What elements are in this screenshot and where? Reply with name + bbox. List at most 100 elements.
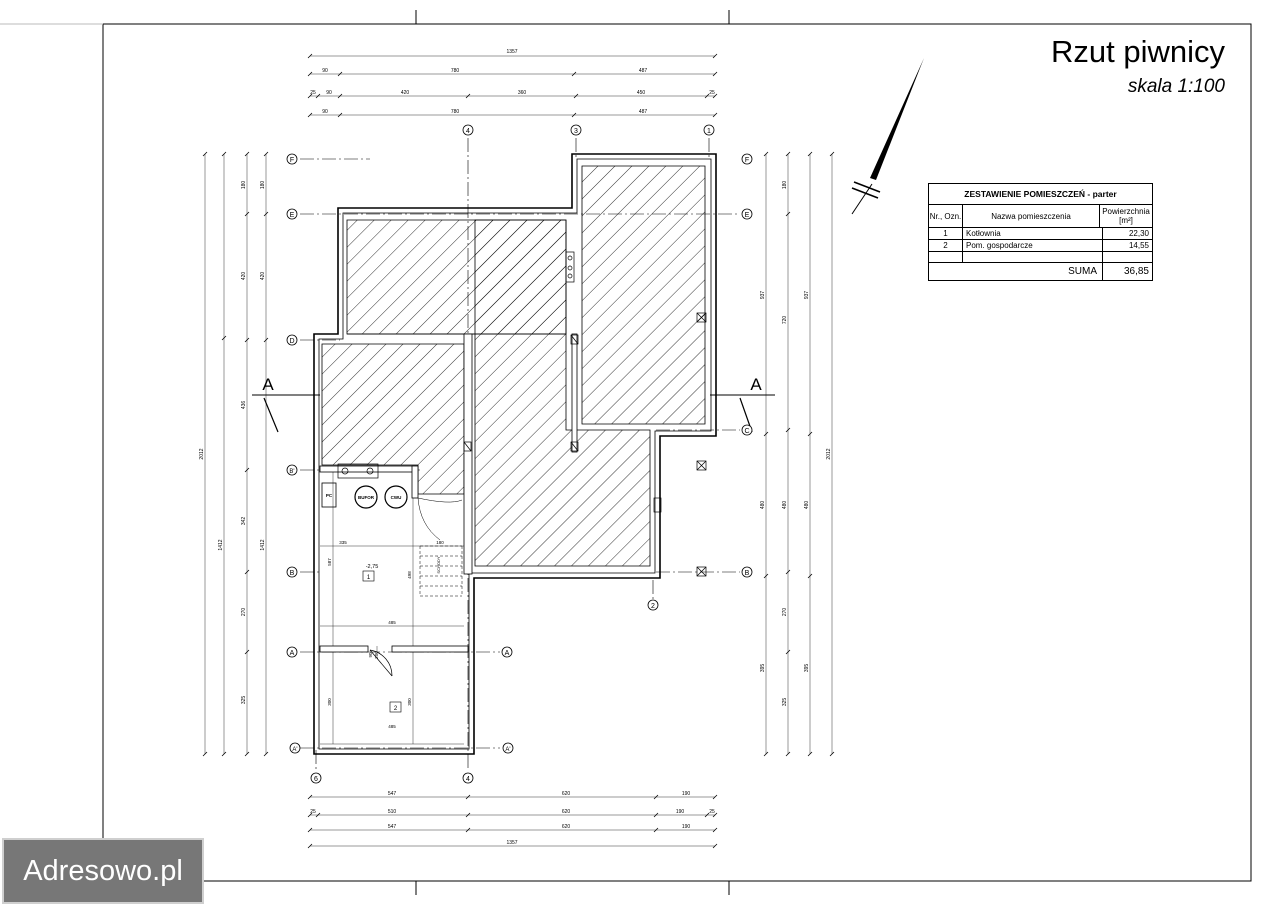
col-area-header: Powierzchnia [m²] [1102,207,1150,225]
dim-right-seg-2: 720 [782,316,788,325]
dim-top-r3-0: 90 [322,109,328,115]
axis-3: 3 [574,128,578,135]
dim-bot-r2-2: 620 [562,809,571,815]
axis-a-prime-left: A' [292,747,297,753]
dim-left-seg-5: 325 [241,696,247,705]
building-walls [313,153,717,755]
row-name: Kotłownia [963,228,1103,239]
dim-right-seg-5b: 395 [804,664,810,673]
dim-left-seg-0b: 180 [260,181,266,190]
bufor-label: BUFOR [358,495,375,500]
empty-cell [929,252,963,262]
axis-2: 2 [651,603,655,610]
table-header: Nr., Ozn. Nazwa pomieszczenia Powierzchn… [929,205,1152,228]
axis-e-right: E [745,212,750,219]
dim-right-seg-1b: 937 [804,291,810,300]
door-icon [369,649,393,677]
dim-inner-6: 300 [327,698,332,706]
vent-icon [337,251,707,577]
dim-top-r1-2: 487 [639,68,648,74]
col-name-header: Nazwa pomieszczenia [963,205,1100,227]
sum-label: SUMA [929,263,1103,280]
dim-top-r2-1: 90 [326,90,332,96]
dim-left-seg-1b: 420 [260,272,266,281]
sheet-frame [0,10,1252,895]
dim-bot-r3-1: 620 [562,824,571,830]
dim-bot-r2-1: 510 [388,809,397,815]
dim-inner-9: 90 [368,652,373,658]
dim-left-total: 2012 [199,448,205,459]
dim-right-seg-3: 480 [760,501,766,510]
bufor-tank-icon [354,485,378,509]
drawing-scale: skala 1:100 [1127,76,1225,97]
dim-inner-4: 485 [388,620,396,625]
sum-value: 36,85 [1123,266,1149,277]
dim-bot-r2-3: 190 [676,809,685,815]
axis-d: D [289,338,294,345]
dim-bot-r1-1: 620 [562,791,571,797]
room-schedule-table: ZESTAWIENIE POMIESZCZEŃ - parter Nr., Oz… [928,183,1153,281]
level-mark: -2,75 [366,564,379,570]
dim-right-seg-6: 325 [782,698,788,707]
row-nr: 1 [929,228,963,239]
dim-top-r3-1: 780 [451,109,460,115]
axis-a-prime-right: A' [505,747,510,753]
dim-bot-r1-2: 190 [682,791,691,797]
dim-bot-r3-2: 190 [682,824,691,830]
section-label-right: A [750,375,762,394]
dim-inner-3: 498 [407,571,412,579]
dim-bot-r3-0: 547 [388,824,397,830]
axis-6: 6 [314,776,318,783]
cwu-tank-icon [384,485,408,509]
room-tag-1: 1 [367,575,371,581]
table-row-empty [929,252,1152,263]
dim-bot-total: 1357 [506,840,517,846]
dim-bot-r2-0: 25 [310,809,316,815]
dim-right-seg-3c: 480 [804,501,810,510]
dim-inner-10: 200 [374,651,379,659]
dim-top-r1-1: 780 [451,68,460,74]
dim-top-r2-0: 25 [310,90,316,96]
dim-inner-1: 180 [436,540,444,545]
axis-f-left: F [290,157,294,164]
row-area: 22,30 [1128,229,1149,238]
axis-c: C [744,428,749,435]
room-tag-2: 2 [394,706,398,712]
dim-top-r3-2: 487 [639,109,648,115]
empty-cell [1103,252,1152,262]
dim-right-total: 2012 [826,448,832,459]
row-name: Pom. gospodarcze [963,240,1103,251]
dim-right-seg-3b: 480 [782,501,788,510]
dim-left-seg-4: 270 [241,608,247,617]
dim-bot-r1-0: 547 [388,791,397,797]
dim-left-seg-1: 420 [241,272,247,281]
pc-label: PC [326,493,333,498]
axis-b-prime: B' [289,469,294,475]
dim-left-seg-0: 180 [241,181,247,190]
watermark-logo[interactable]: Adresowo.pl [2,838,204,904]
dim-left-seg-2: 436 [241,401,247,410]
stair-label: SCHODY [436,556,441,573]
axis-a-right: A [505,650,510,657]
table-row: 1 Kotłownia 22,30 [929,228,1152,240]
dim-top-r2-2: 420 [401,90,410,96]
cwu-label: CWU [391,495,402,500]
axis-f-right: F [745,157,749,164]
dim-right-seg-5: 395 [760,664,766,673]
empty-cell [963,252,1103,262]
table-sum-row: SUMA 36,85 [929,263,1152,280]
row-nr: 2 [929,240,963,251]
dim-inner-0: 335 [339,540,347,545]
dim-top-r2-5: 25 [709,90,715,96]
drawing-title: Rzut piwnicy [1051,34,1225,69]
north-arrow-icon [851,58,924,215]
dim-right-seg-1: 937 [760,291,766,300]
axis-b-right: B [745,570,750,577]
dim-left-sub: 1412 [218,539,224,550]
dim-top-total: 1357 [506,49,517,55]
axis-b-left: B [290,570,295,577]
dim-inner-2: 587 [327,558,332,566]
heat-pump-icon [321,482,337,508]
dim-top-r2-3: 360 [518,90,527,96]
